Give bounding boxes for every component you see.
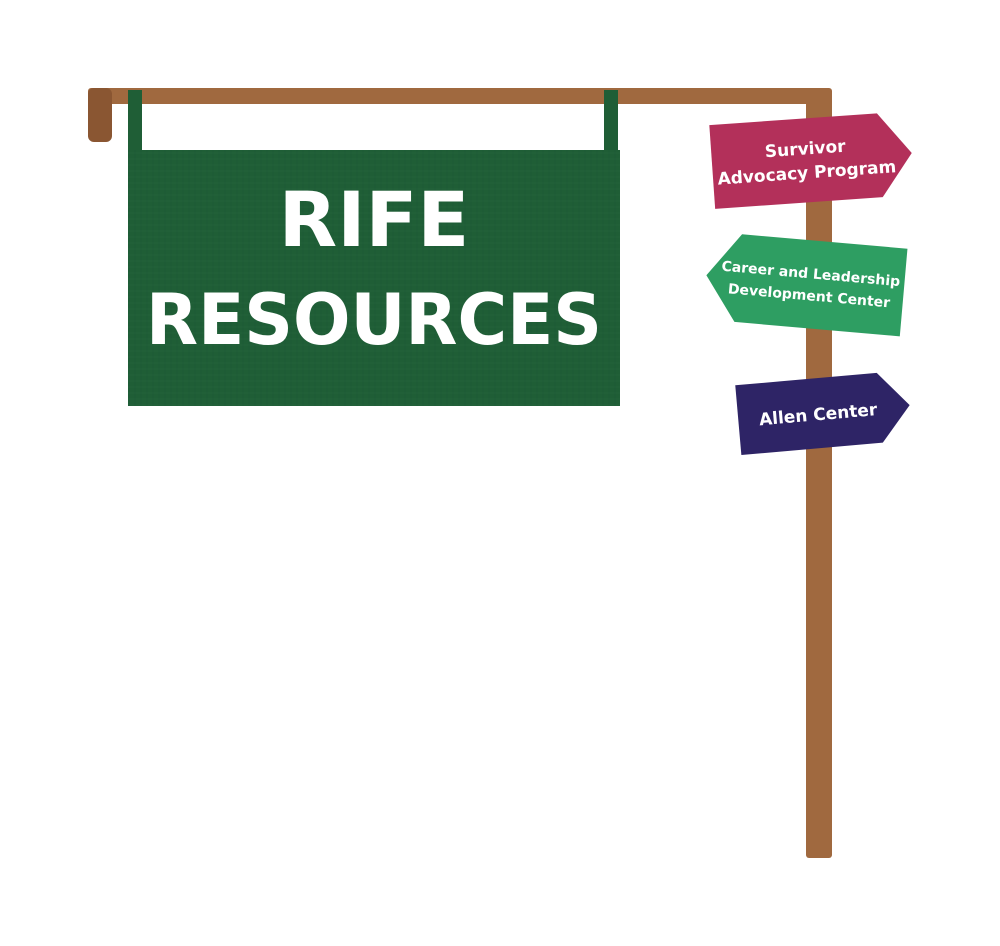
arrow-right-shape [735,372,910,456]
arrow-sign-career-leadership[interactable]: Career and Leadership Development Center [703,231,908,337]
main-sign-board [128,150,620,406]
right-sign-strap [604,90,618,152]
vertical-post [806,92,832,858]
horizontal-beam [88,88,832,104]
arrow-right-shape [709,113,912,209]
left-sign-strap [128,90,142,152]
main-sign-line-1: RIFE [279,175,470,264]
arrow-sign-survivor-advocacy[interactable]: Survivor Advocacy Program [709,111,914,209]
beam-end-cap [88,88,112,142]
main-sign: RIFE RESOURCES [128,150,620,406]
arrow-left-shape [706,234,908,337]
main-sign-line-2: RESOURCES [146,279,602,361]
arrow-sign-allen-center[interactable]: Allen Center [735,370,912,456]
